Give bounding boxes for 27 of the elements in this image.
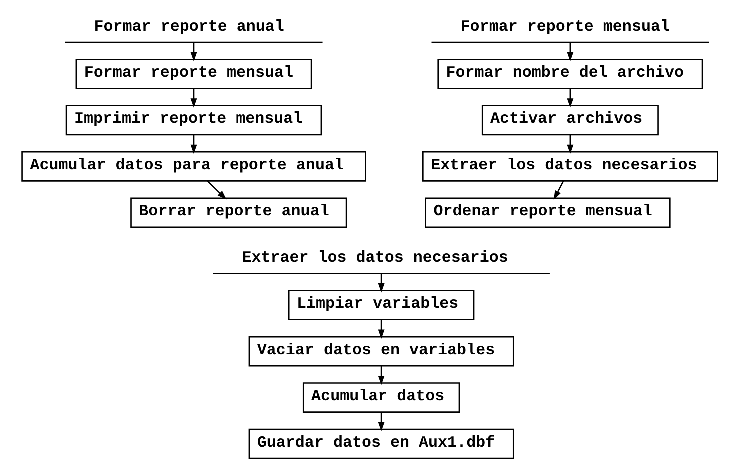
arrow	[566, 88, 574, 108]
node-box: Acumular datos	[302, 382, 460, 413]
node-box: Extraer los datos necesarios	[422, 151, 718, 182]
arrow	[378, 412, 384, 432]
arrow	[378, 366, 384, 386]
node-box: Vaciar datos en variables	[248, 336, 514, 367]
arrow	[378, 320, 384, 340]
arrow	[378, 274, 384, 293]
node-text: Formar reporte anual	[94, 18, 284, 36]
node-box: Imprimir reporte mensual	[65, 105, 322, 136]
node-box: Borrar reporte anual	[130, 198, 347, 228]
node-box: Limpiar variables	[288, 290, 474, 321]
node-text: Formar reporte mensual	[460, 18, 670, 36]
arrow	[566, 42, 574, 62]
node-box: Ordenar reporte mensual	[424, 198, 670, 228]
node-box: Guardar datos en Aux1.dbf	[248, 428, 514, 460]
node-box: Acumular datos para reporte anual	[21, 151, 366, 182]
arrow	[190, 42, 197, 62]
arrow	[553, 180, 564, 200]
node-box: Formar nombre del archivo	[437, 59, 703, 90]
arrow	[566, 135, 574, 154]
node-box: Formar reporte mensual	[75, 59, 312, 90]
node-box: Activar archivos	[481, 105, 658, 136]
node-text: Extraer los datos necesarios	[242, 248, 508, 267]
arrow	[190, 88, 197, 108]
arrow	[206, 180, 226, 200]
arrow	[190, 135, 197, 154]
